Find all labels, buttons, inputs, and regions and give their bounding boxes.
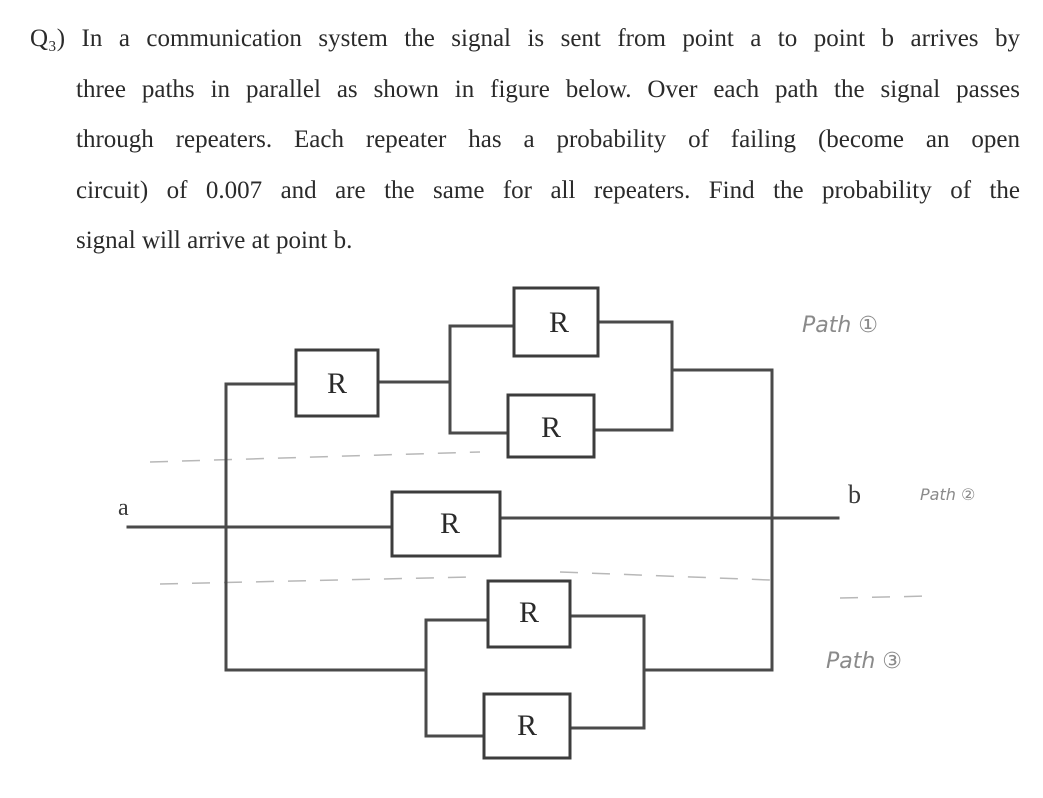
pencil-marks [149, 451, 931, 599]
question-line-1: Q₃) In a communication system the signal… [30, 25, 1020, 52]
repeater-label: R [541, 411, 561, 444]
path-3-annotation: Path ③ [826, 649, 902, 674]
repeater-label: R [549, 306, 569, 339]
repeater-label: R [517, 709, 537, 742]
path-2-annotation: Path ② [920, 485, 975, 504]
question-text: Q₃) In a communication system the signal… [30, 14, 1020, 267]
question-line-5: signal will arrive at point b. [76, 227, 353, 254]
repeater-path3-bottom: R [482, 692, 572, 760]
path-1-annotation: Path ① [802, 313, 878, 338]
repeater-label: R [440, 507, 460, 540]
question-line-4: circuit) of 0.007 and are the same for a… [76, 176, 1020, 204]
point-b-label: b [848, 480, 861, 509]
repeater-label: R [519, 596, 539, 629]
wiring [126, 320, 840, 738]
repeater-path1-first: R [294, 348, 380, 418]
question-line-2: three paths in parallel as shown in figu… [76, 75, 1020, 103]
repeater-path1-bottom: R [506, 393, 596, 459]
question-line-3: through repeaters. Each repeater has a p… [76, 126, 1020, 153]
repeater-path3-top: R [486, 579, 572, 649]
repeater-path2: R [390, 490, 502, 558]
repeater-label: R [327, 367, 347, 400]
repeater-path1-top: R [512, 286, 600, 358]
point-a-label: a [118, 495, 129, 521]
